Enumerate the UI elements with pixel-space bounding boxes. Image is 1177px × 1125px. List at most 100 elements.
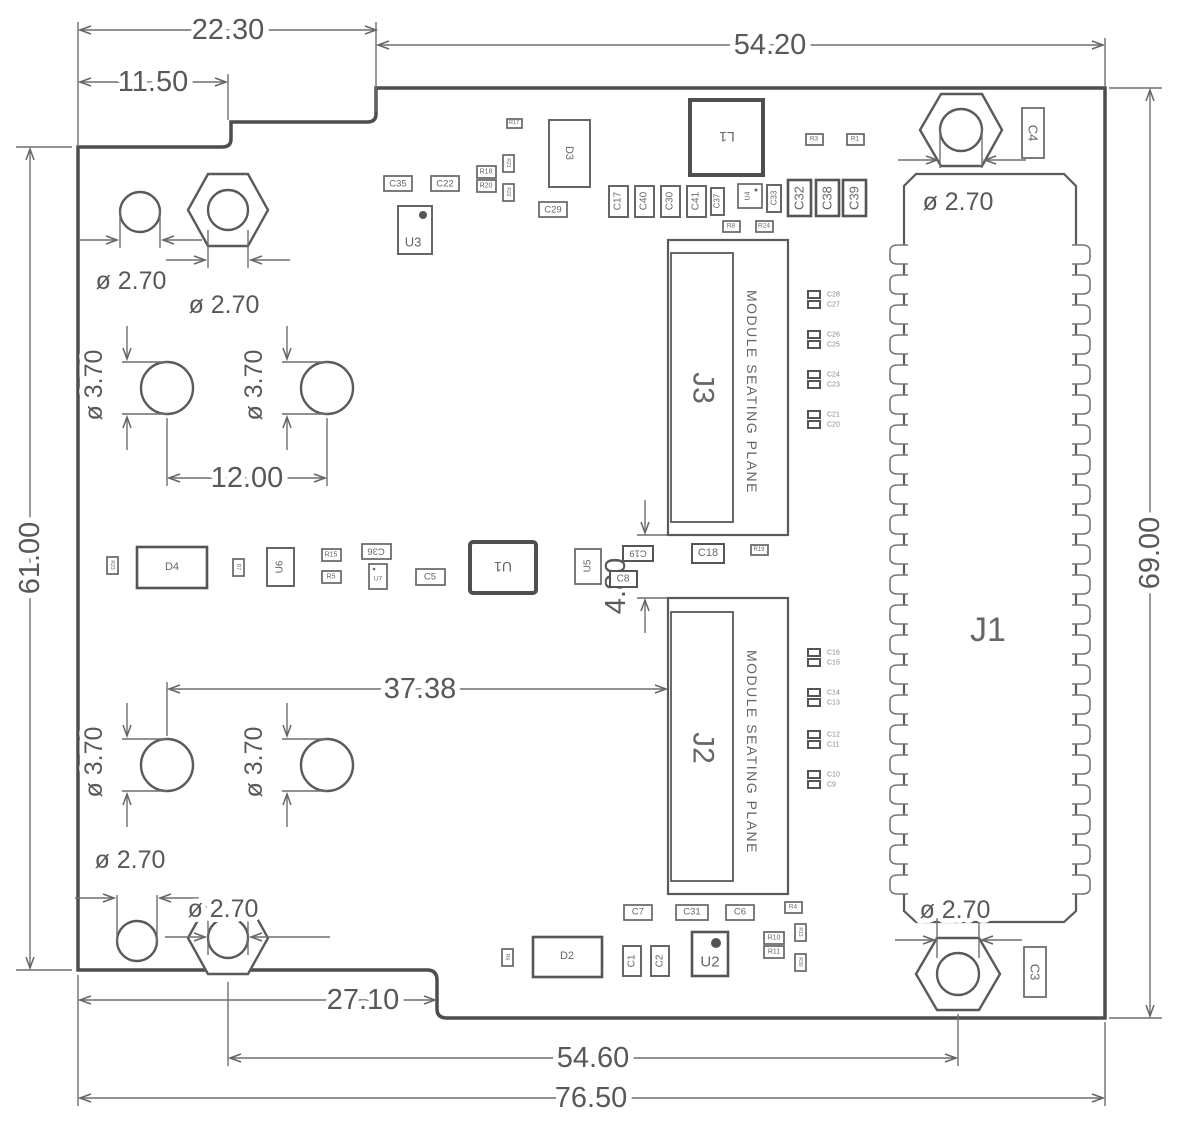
dim-text-22-30: 22.30 — [192, 14, 265, 46]
hole-dia-label: ø 2.70 — [96, 267, 167, 295]
component-c40: C40 — [634, 185, 655, 218]
svg-text:C14: C14 — [827, 690, 840, 697]
component-c4: C4 — [1021, 107, 1045, 159]
component-r11: R11 — [763, 945, 785, 959]
dim-text-27-10: 27.10 — [327, 984, 400, 1016]
svg-text:C31: C31 — [683, 907, 700, 918]
component-r24: R24 — [755, 220, 774, 233]
hole-dia-label: ø 2.70 — [188, 895, 259, 923]
component-u7: U7 — [368, 563, 388, 590]
component-c31: C31 — [675, 904, 709, 921]
component-c33: C33 — [766, 184, 782, 213]
component-c3: C3 — [1023, 946, 1047, 998]
svg-text:C32: C32 — [792, 186, 807, 210]
svg-text:C3: C3 — [1028, 964, 1043, 981]
hole-dia-label: ø 3.70 — [240, 727, 268, 798]
svg-text:C8: C8 — [617, 574, 630, 585]
svg-text:C23: C23 — [827, 382, 840, 389]
svg-text:C9: C9 — [827, 782, 836, 789]
j3-label: J3 — [687, 372, 720, 404]
hole-large-top-left: ø 3.70 — [75, 326, 195, 450]
svg-text:C27: C27 — [827, 302, 840, 309]
component-c38: C38 — [814, 178, 841, 218]
svg-text:C36: C36 — [367, 546, 384, 557]
component-c32: C32 — [786, 178, 813, 218]
svg-text:D3: D3 — [563, 146, 575, 160]
hole-dia-label: ø 2.70 — [923, 188, 994, 216]
svg-text:R7: R7 — [235, 564, 241, 571]
hole-dia-label: ø 3.70 — [80, 727, 108, 798]
svg-text:U3: U3 — [405, 235, 422, 250]
dim-text-54-60: 54.60 — [557, 1042, 630, 1074]
svg-text:C41: C41 — [691, 191, 702, 210]
caps-beside-j2: C16 C15 C14 C13 C12 C11 C10 C9 — [807, 648, 840, 789]
svg-text:R3: R3 — [810, 136, 819, 143]
mounting-hole-bottom-left-circle: ø 2.70 — [75, 841, 199, 963]
dim-text-61-00: 61.00 — [14, 522, 46, 595]
component-c19: C19 — [622, 545, 654, 562]
svg-text:C37: C37 — [713, 193, 722, 208]
board-outline — [76, 86, 1107, 1020]
svg-text:U1: U1 — [494, 559, 512, 575]
svg-text:R8: R8 — [727, 223, 736, 230]
svg-text:R10: R10 — [768, 935, 781, 942]
j1-label: J1 — [970, 611, 1006, 649]
svg-text:R20: R20 — [480, 183, 493, 190]
mounting-hole-bottom-right-hex: ø 2.70 — [895, 891, 1022, 1012]
connector-j1: J1 — [889, 172, 1091, 924]
svg-text:U6: U6 — [275, 560, 286, 573]
dimension-bottom-hole-spacing: 54.60 — [230, 1037, 956, 1080]
svg-text:R17: R17 — [509, 120, 519, 126]
j2-seating-plane-label: MODULE SEATING PLANE — [744, 650, 760, 854]
component-d3: D3 — [548, 119, 591, 188]
svg-text:C24: C24 — [827, 372, 840, 379]
component-r1: R1 — [846, 133, 865, 146]
component-r22: R22 — [502, 183, 515, 202]
svg-text:L1: L1 — [719, 129, 735, 145]
component-c35: C35 — [383, 175, 413, 192]
component-d4: D4 — [135, 545, 209, 590]
component-c39: C39 — [841, 178, 868, 218]
svg-text:R1: R1 — [851, 136, 860, 143]
dimension-tab-width: 22.30 — [80, 9, 376, 52]
component-c36: C36 — [361, 543, 392, 560]
dim-text-69-00: 69.00 — [1134, 517, 1166, 590]
svg-text:R6: R6 — [504, 954, 510, 961]
dim-text-37-38: 37.38 — [384, 673, 457, 705]
svg-text:R30: R30 — [797, 957, 803, 966]
component-r10: R10 — [763, 931, 785, 945]
svg-text:C19: C19 — [629, 548, 646, 559]
component-u4: U4 — [737, 183, 763, 209]
connector-j3: J3 MODULE SEATING PLANE — [666, 238, 790, 537]
hole-large-bottom-right: ø 3.70 — [235, 703, 355, 827]
dimension-tab-inner-width: 11.50 — [80, 61, 226, 104]
component-u2: U2 — [690, 930, 730, 978]
component-u1: U1 — [468, 540, 538, 595]
svg-text:R23: R23 — [109, 560, 115, 569]
svg-text:R22: R22 — [505, 187, 511, 196]
dimension-hole-to-connector: 37.38 — [169, 668, 666, 711]
svg-text:U2: U2 — [700, 954, 719, 971]
dim-text-11-50: 11.50 — [118, 66, 188, 98]
svg-text:C21: C21 — [827, 412, 840, 419]
svg-text:U7: U7 — [374, 576, 383, 583]
component-r18: R18 — [476, 165, 497, 179]
svg-text:C16: C16 — [827, 650, 840, 657]
dimension-connector-gap: 4.80 — [595, 500, 645, 633]
mounting-hole-bottom-left-hex: ø 2.70 — [165, 890, 330, 976]
component-c8: C8 — [609, 570, 638, 588]
mounting-hole-top-right-hex: ø 2.70 — [898, 92, 1026, 221]
component-u6: U6 — [266, 547, 295, 587]
component-r5: R5 — [321, 570, 342, 584]
mounting-hole-top-left-circle: ø 2.70 — [78, 190, 202, 300]
component-d2: D2 — [531, 935, 604, 979]
hole-large-bottom-left: ø 3.70 — [75, 703, 195, 827]
dimension-top-right-width: 54.20 — [378, 24, 1103, 67]
svg-text:R24: R24 — [758, 223, 770, 230]
component-r7: R7 — [232, 558, 245, 577]
component-r17: R17 — [506, 118, 523, 129]
svg-text:C20: C20 — [827, 422, 840, 429]
hole-dia-label: ø 3.70 — [240, 350, 268, 421]
